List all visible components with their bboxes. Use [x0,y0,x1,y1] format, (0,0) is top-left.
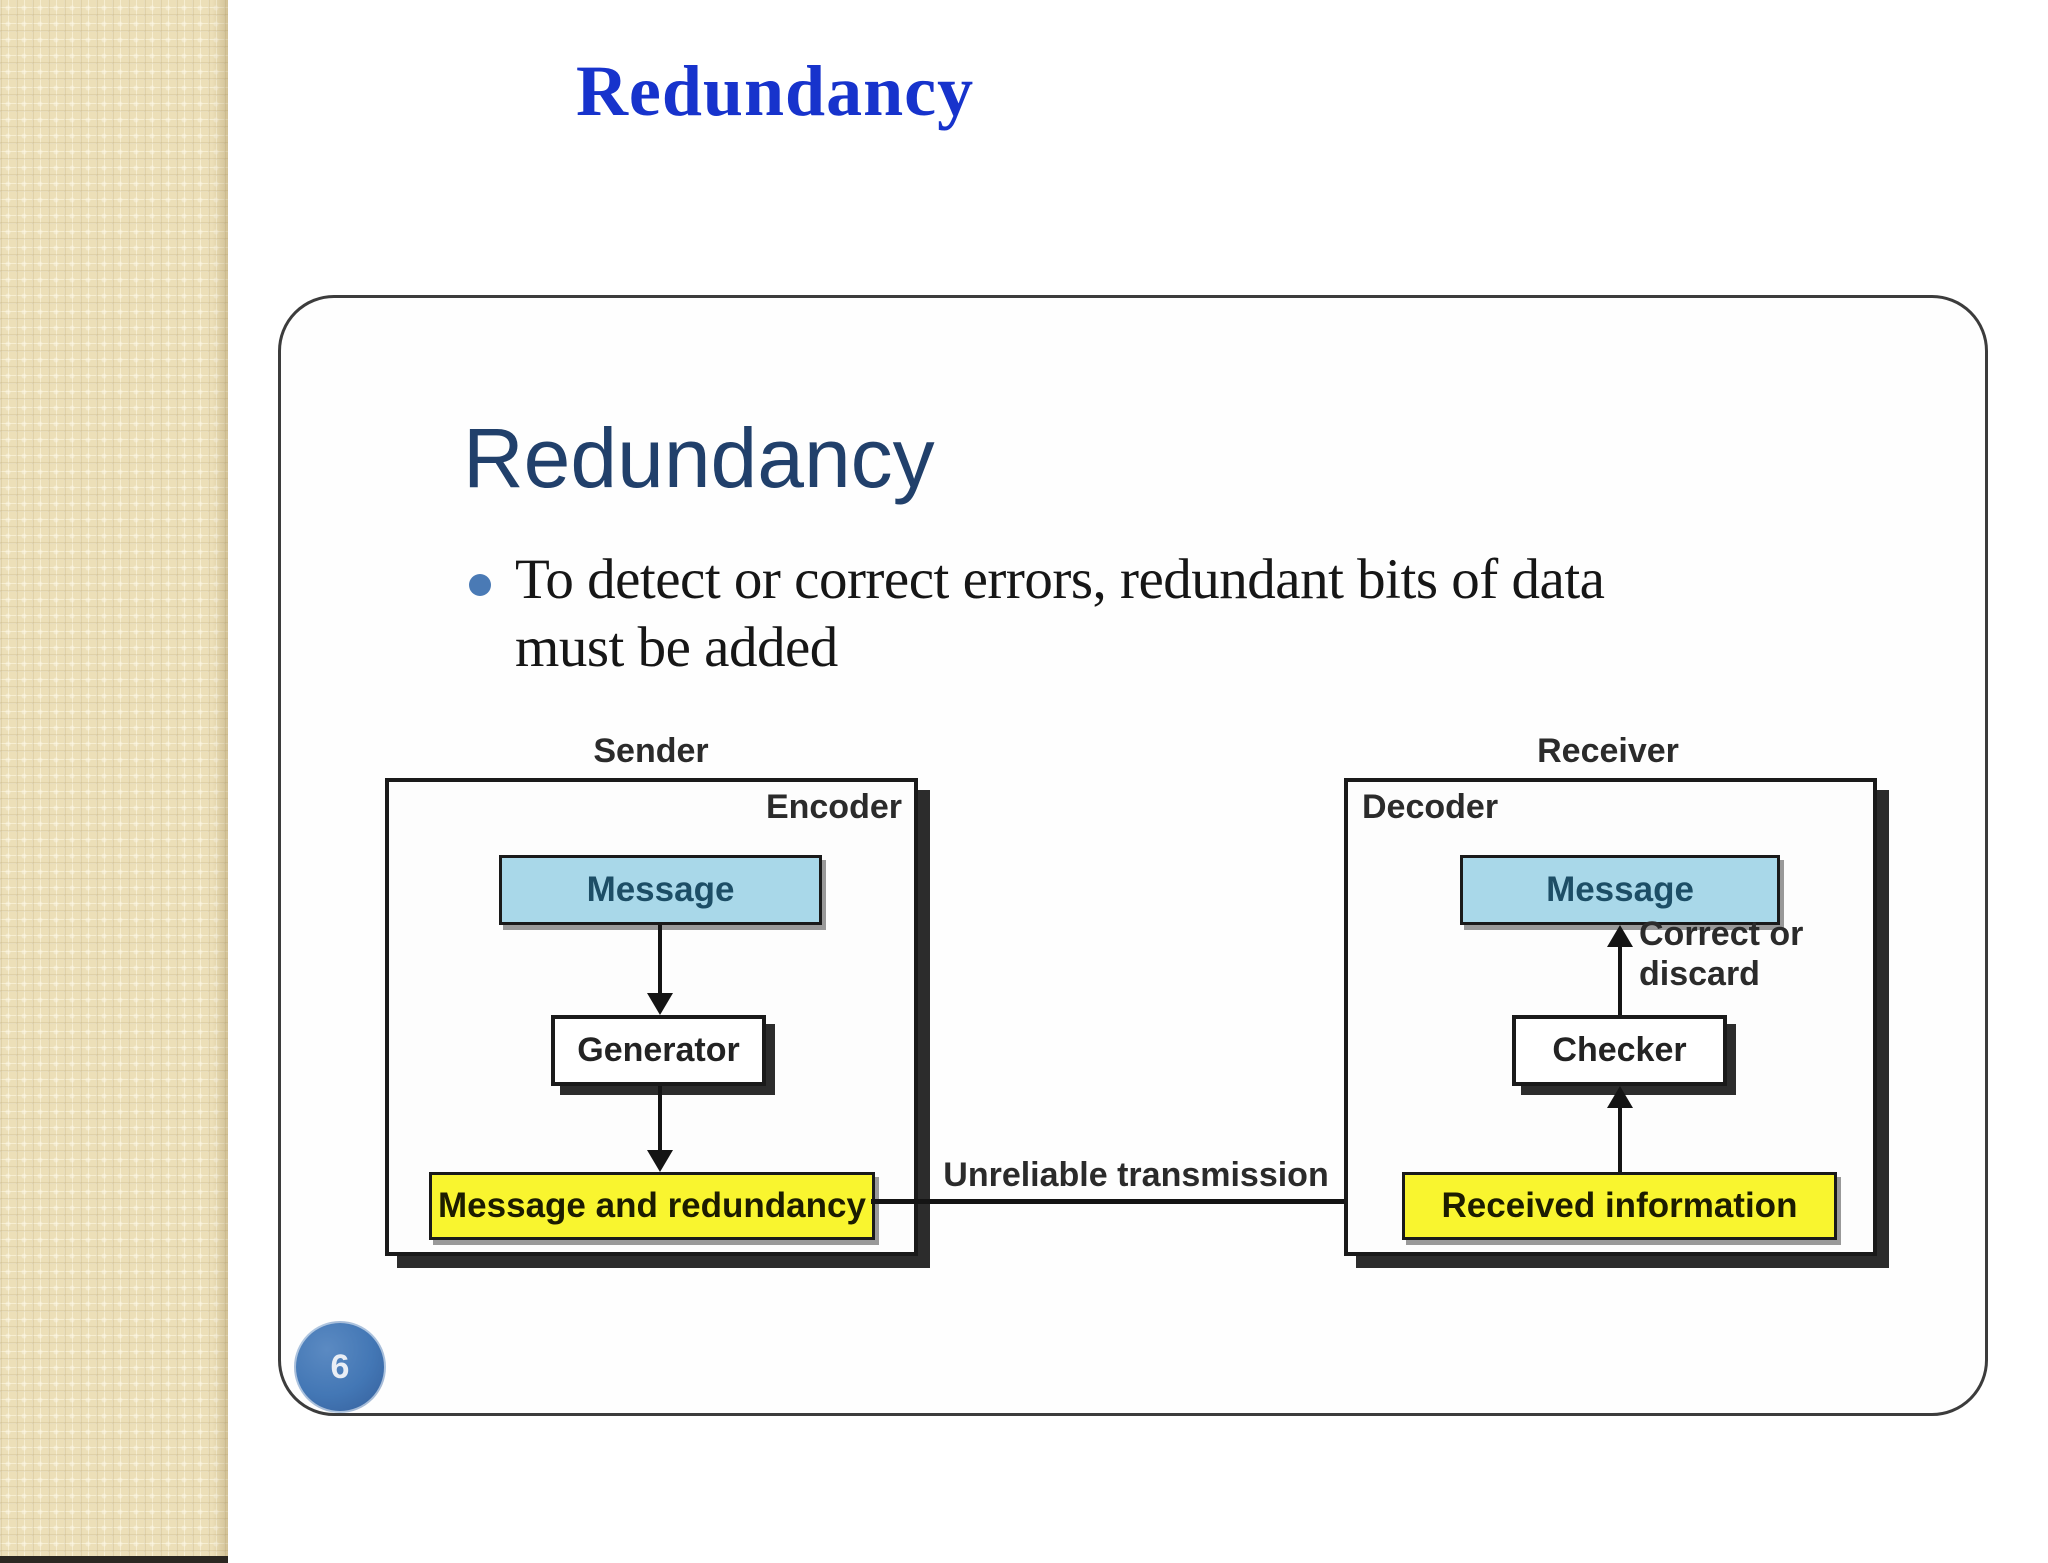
receiver-title-label: Receiver [1537,732,1679,770]
checker-box: Checker [1512,1015,1727,1086]
generator-box: Generator [551,1015,766,1086]
message-and-redundancy-box: Message and redundancy [429,1172,875,1240]
bullet-text-line1: To detect or correct errors, redundant b… [515,548,1605,611]
correct-or-discard-label: Correct or discard [1639,914,1803,994]
arrow-input-to-checker-line [1618,1106,1622,1172]
sidebar-bottom-strip [0,1556,228,1563]
arrow-input-to-checker-head-icon [1607,1086,1633,1108]
decision-line1: Correct or [1639,915,1804,953]
bullet-item: To detect or correct errors, redundant b… [449,546,1909,683]
arrow-generator-to-output-line [658,1086,662,1150]
arrow-message-to-generator-line [658,925,662,993]
bullet-text-line2: must be added [515,616,838,680]
sender-message-box: Message [499,855,822,925]
page-number-badge: 6 [294,1321,386,1413]
slide-panel: Redundancy To detect or correct errors, … [278,295,1988,1416]
arrow-message-to-generator-head-icon [647,993,673,1015]
arrow-checker-to-message-line [1618,945,1622,1015]
slide-heading: Redundancy [463,411,935,505]
bullet-dot-icon [469,574,491,596]
sender-title-label: Sender [593,732,709,770]
channel-label: Unreliable transmission [943,1156,1329,1194]
arrow-generator-to-output-head-icon [647,1150,673,1172]
decision-line2: discard [1639,955,1760,994]
received-information-box: Received information [1402,1172,1837,1240]
sidebar-texture [0,0,228,1563]
bullet-text: To detect or correct errors, redundant b… [515,546,1909,683]
page-title: Redundancy [575,51,975,131]
encoder-label: Encoder [765,788,902,826]
arrow-checker-to-message-head-icon [1607,925,1633,947]
encoder-block: Encoder Message Generator Message and re… [385,778,918,1256]
receiver-message-box: Message [1460,855,1780,925]
channel-arrow-line [871,1199,1376,1204]
decoder-label: Decoder [1362,788,1499,826]
decoder-block: Decoder Message Correct or discard Check… [1344,778,1877,1256]
